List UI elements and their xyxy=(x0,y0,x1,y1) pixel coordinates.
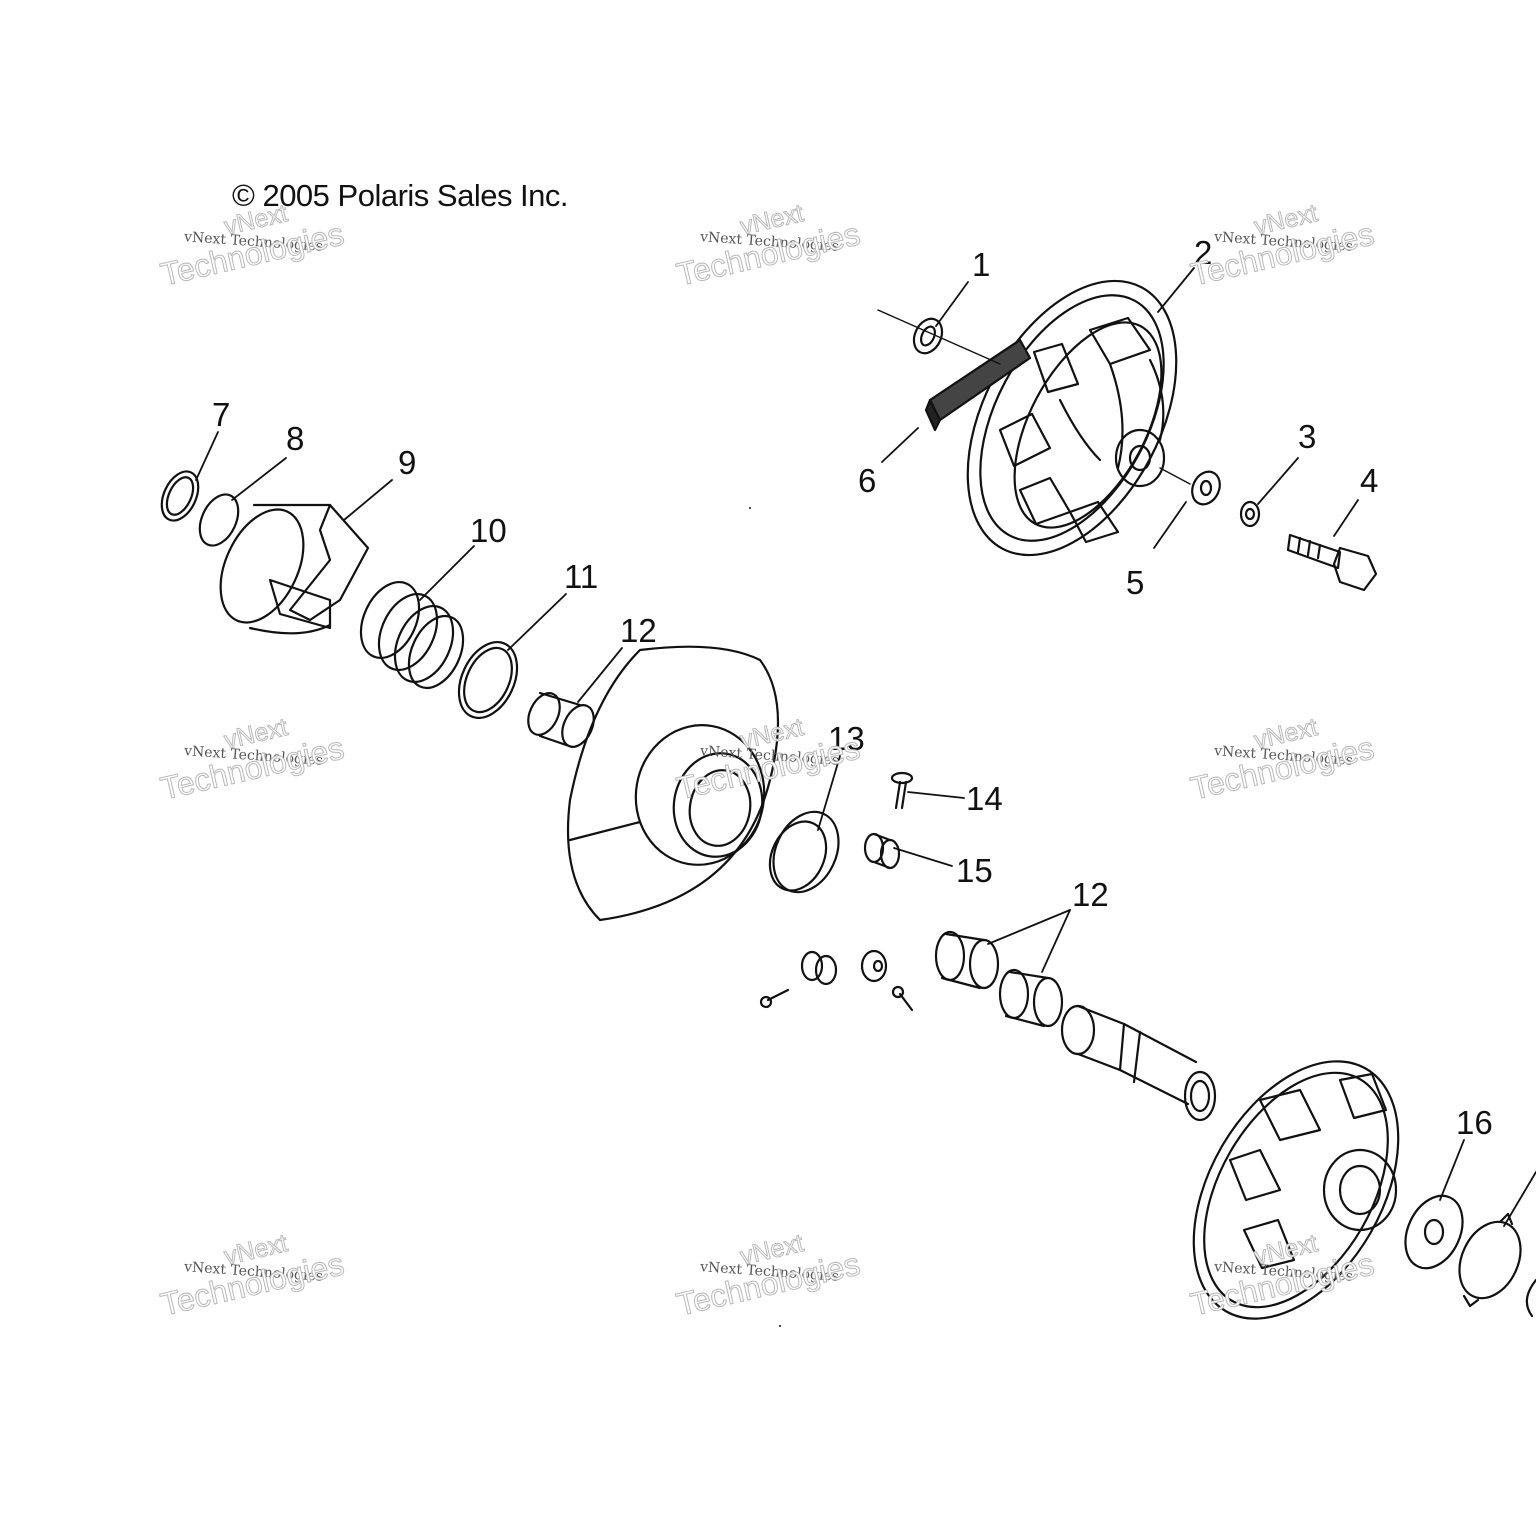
callout-10: 10 xyxy=(470,512,507,549)
callout-4: 4 xyxy=(1360,462,1378,499)
callout-7: 7 xyxy=(212,396,230,433)
part-2-sheave xyxy=(966,279,1178,557)
moveable-sheave xyxy=(566,645,780,922)
part-5-washer xyxy=(1191,470,1221,506)
driven-shaft xyxy=(1060,1004,1217,1122)
callout-8: 8 xyxy=(286,420,304,457)
callout-16: 16 xyxy=(1456,1104,1493,1141)
copyright-notice: © 2005 Polaris Sales Inc. xyxy=(232,178,569,213)
part-10-spring xyxy=(359,581,465,690)
tab-washer xyxy=(1458,1212,1536,1318)
part-12-bushings-lower xyxy=(934,930,1064,1028)
callout-3: 3 xyxy=(1298,418,1316,455)
lower-hardware xyxy=(759,949,914,1012)
part-15-roller xyxy=(863,832,901,870)
part-16-washer xyxy=(1404,1194,1464,1270)
callout-2: 2 xyxy=(1194,234,1212,271)
part-3-nut xyxy=(1239,500,1261,528)
callout-1: 1 xyxy=(972,246,990,283)
callout-11: 11 xyxy=(564,558,598,595)
callout-15: 15 xyxy=(956,852,993,889)
callout-9: 9 xyxy=(398,444,416,481)
assembly-axis-lines xyxy=(877,309,1191,485)
part-4-bolt xyxy=(1286,533,1378,592)
part-1-washer xyxy=(912,317,944,355)
leader-lines xyxy=(195,267,1536,1227)
part-14-pin xyxy=(890,771,914,810)
callout-14: 14 xyxy=(966,780,1003,817)
stationary-sheave xyxy=(1192,1060,1400,1320)
part-12-bushing-upper xyxy=(527,691,595,749)
callout-12: 12 xyxy=(620,612,657,649)
part-11-washer xyxy=(457,641,519,719)
callout-5: 5 xyxy=(1126,564,1144,601)
part-7-snap-ring xyxy=(160,470,200,522)
part-13-bushing xyxy=(768,810,840,894)
part-8-washer xyxy=(198,493,240,547)
callout-12-lower: 12 xyxy=(1072,876,1109,913)
part-9-helix xyxy=(219,503,370,635)
callout-6: 6 xyxy=(858,462,876,499)
callout-numbers: 1 2 3 4 5 6 7 8 9 10 11 12 13 14 15 12 1… xyxy=(212,234,1493,1141)
callout-13: 13 xyxy=(828,720,865,757)
